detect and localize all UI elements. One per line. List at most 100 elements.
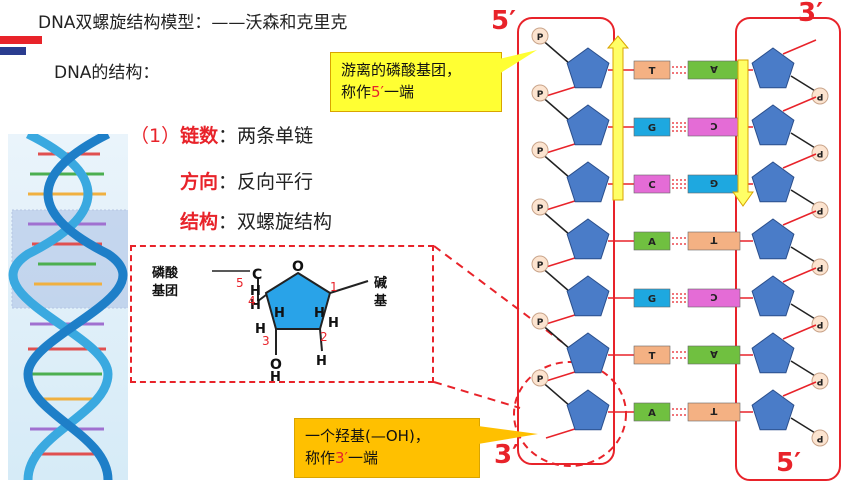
phosphate-letter: P [537,33,544,43]
base-block-right [687,402,741,422]
sugar-pentagon [751,389,795,431]
base-letter-right: C [710,120,717,131]
phosphate-circle [811,258,829,276]
base-block-left [633,231,671,251]
decor-bar-red [0,36,42,44]
backbone-link [782,381,817,397]
callout-line2: 称作3′一端 [305,449,378,467]
carbon-number-1: 1 [330,280,338,294]
backbone-link [545,256,579,268]
phosphate-circle [811,201,829,219]
phosphate-circle [531,198,549,216]
phosphate-letter: P [537,261,544,271]
base-letter-right: A [710,63,718,74]
callout-three-prime: 一个羟基(—OH)， 称作3′一端 [294,418,480,478]
base-block-left [633,117,671,137]
phosphate-circle [531,369,549,387]
base-label-line2: 基 [373,293,388,309]
sugar-pentagon [751,332,795,374]
backbone-link [545,142,579,154]
base-letter-left: T [649,66,656,77]
base-block-left [633,345,671,365]
sugar-pentagon [566,104,610,146]
point-structure: 结构：双螺旋结构 [180,207,332,234]
phosphate-letter: P [537,147,544,157]
base-letter-left: A [648,237,656,248]
sugar-pentagon [566,389,610,431]
base-block-right [687,345,741,365]
base-block-right [687,231,741,251]
sugar-pentagon [566,218,610,260]
base-block-left [633,60,671,80]
sugar-pentagon [264,271,332,330]
backbone-link [545,427,579,439]
base-letter-right: A [710,348,718,359]
section-heading: DNA的结构： [54,63,160,83]
base-label-line1: 碱 [374,275,387,291]
carbon-number-2: 2 [320,330,328,344]
carbon-number-3: 3 [262,334,270,348]
sugar-pentagon [566,332,610,374]
decor-bar-blue [0,47,26,55]
phosphate-circle [811,429,829,447]
phosphate-letter: P [816,319,823,329]
zoom-box [130,245,434,383]
page-title: DNA双螺旋结构模型：——沃森和克里克 [38,13,348,33]
backbone-link [782,39,817,55]
point-direction: 方向：反向平行 [180,167,313,194]
phosphate-circle [811,315,829,333]
callout-line2: 称作5′一端 [341,83,414,101]
point-key: 结构 [180,211,219,233]
atom-h: H [255,322,266,337]
point-value: 双螺旋结构 [237,211,333,233]
backbone-link [545,370,579,382]
base-block-right [687,288,741,308]
backbone-link [782,324,817,340]
atom-h: H [316,354,327,369]
callout-line1: 游离的磷酸基团， [341,61,462,79]
callout-line1: 一个羟基(—OH)， [305,427,430,445]
base-letter-left: T [649,351,656,362]
atom-h: H [250,284,261,299]
phosphate-letter: P [816,262,823,272]
end-label-right-top: 3′ [798,0,823,28]
sugar-pentagon [566,275,610,317]
sugar-pentagon [566,47,610,89]
phosphate-circle [531,27,549,45]
phosphate-circle [531,312,549,330]
point-key: 方向 [180,171,219,193]
backbone-link [782,210,817,226]
end-label-left-bottom: 3′ [494,440,519,470]
backbone-link [545,313,579,325]
base-letter-right: T [710,405,717,416]
point-sep: ： [218,211,238,233]
callout-five-prime: 游离的磷酸基团， 称作5′一端 [330,52,502,112]
phosphate-circle [811,372,829,390]
deoxyribose-diagram: 磷酸 基团 C O H H H H H H H O H 碱 基 1 2 3 4 … [151,259,388,381]
base-letter-left: G [648,294,656,305]
point-number: （1） [130,125,181,147]
point-sep: ： [218,171,238,193]
end-label-left-top: 5′ [491,6,516,36]
base-letter-right: T [710,234,717,245]
point-value: 两条单链 [237,125,314,147]
base-letter-left: C [648,180,655,191]
atom-h: H [314,306,325,321]
backbone-link [545,199,579,211]
upward-direction-arrow [606,35,630,201]
downward-direction-arrow [732,59,754,207]
callout-pointer-top [495,50,537,74]
phosphate-letter: P [537,375,544,385]
backbone-link [782,153,817,169]
sugar-pentagon [751,104,795,146]
sugar-pentagon [751,275,795,317]
atom-h: H [328,316,339,331]
sugar-pentagon [751,161,795,203]
phosphate-letter: P [537,204,544,214]
phosphate-letter: P [537,90,544,100]
phosphate-circle [531,255,549,273]
three-prime-highlight [513,361,627,467]
end-label-right-bottom: 5′ [776,448,801,478]
phosphate-letter: P [816,91,823,101]
